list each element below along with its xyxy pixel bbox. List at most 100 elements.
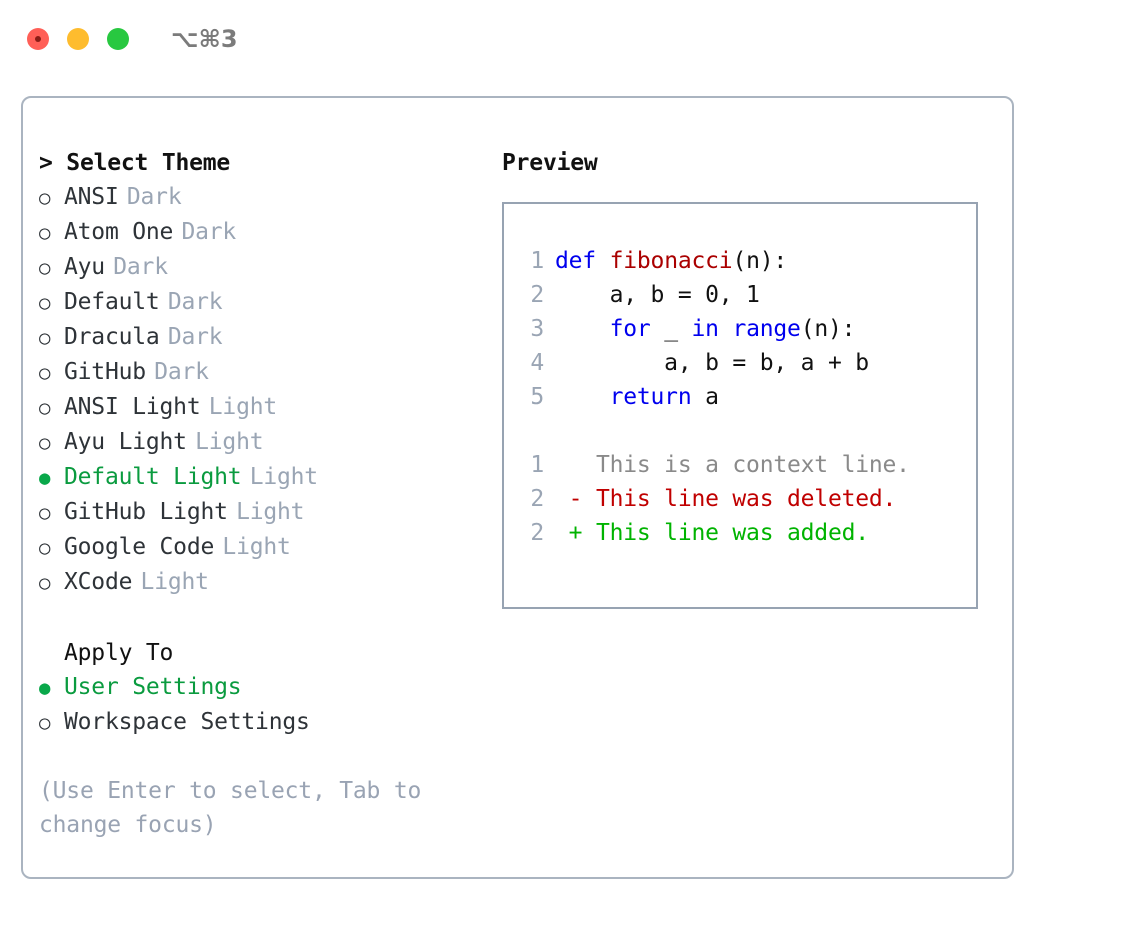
apply-to-option-label: User Settings [64, 674, 242, 700]
apply-to-list[interactable]: ● User Settings ○ Workspace Settings [39, 670, 469, 740]
code-token-plain [555, 316, 610, 342]
theme-option-category: Dark [181, 219, 237, 245]
code-token-plain [719, 316, 733, 342]
close-button[interactable] [27, 28, 49, 50]
diff-line-text: + This line was added. [555, 520, 869, 546]
code-token-plain: a [691, 384, 719, 410]
title-bar: ⌥⌘3 [0, 0, 1140, 78]
theme-option-label: Google Code [64, 534, 215, 560]
apply-to-option-label: Workspace Settings [64, 709, 310, 735]
apply-to-option-workspace-settings[interactable]: ○ Workspace Settings [39, 705, 469, 740]
theme-option-label: Ayu [64, 254, 105, 280]
apply-to-header: Apply To [64, 640, 174, 666]
radio-unselected-icon: ○ [39, 222, 51, 244]
radio-selected-icon: ● [39, 677, 51, 699]
code-line-text: def fibonacci(n): [555, 244, 787, 278]
theme-option-google-code[interactable]: ○ Google Code Light [39, 530, 469, 565]
code-token-kw: def [555, 248, 596, 274]
code-token-kw: return [609, 384, 692, 410]
radio-unselected-icon: ○ [39, 502, 51, 524]
theme-option-category: Dark [126, 184, 182, 210]
theme-option-label: Dracula [64, 324, 160, 350]
line-number: 3 [530, 316, 544, 342]
keyboard-hint-text: (Use Enter to select, Tab to change focu… [39, 778, 422, 838]
code-token-plain: (n): [800, 316, 856, 342]
diff-line-text: - This line was deleted. [555, 486, 897, 512]
code-line-text: a, b = b, a + b [555, 346, 869, 380]
select-theme-header: > Select Theme [39, 150, 231, 176]
code-line-text: for _ in range(n): [555, 312, 856, 346]
apply-to-option-user-settings[interactable]: ● User Settings [39, 670, 469, 705]
theme-option-category: Dark [167, 289, 223, 315]
code-line-text: return a [555, 380, 719, 414]
line-number: 2 [530, 520, 544, 546]
maximize-button[interactable] [107, 28, 129, 50]
theme-option-category: Light [195, 429, 264, 455]
radio-unselected-icon: ○ [39, 187, 51, 209]
theme-option-category: Dark [154, 359, 209, 385]
theme-option-label: Default [64, 289, 160, 315]
theme-option-category: Light [236, 499, 305, 525]
code-line: 3 for _ in range(n): [510, 312, 970, 346]
code-line: 4 a, b = b, a + b [510, 346, 970, 380]
keyboard-shortcut-label: ⌥⌘3 [171, 25, 238, 53]
radio-unselected-icon: ○ [39, 292, 51, 314]
theme-option-label: GitHub Light [64, 499, 228, 525]
radio-unselected-icon: ○ [39, 572, 51, 594]
radio-unselected-icon: ○ [39, 432, 51, 454]
code-token-kw: in [691, 316, 719, 342]
radio-unselected-icon: ○ [39, 257, 51, 279]
line-number: 5 [530, 384, 544, 410]
line-number: 4 [530, 350, 544, 376]
diff-line-text: This is a context line. [555, 452, 910, 478]
diff-sample: 1 This is a context line.2 - This line w… [510, 448, 970, 550]
theme-option-label: ANSI Light [64, 394, 201, 420]
code-token-fn: fibonacci [609, 248, 733, 274]
theme-option-category: Light [140, 569, 209, 595]
theme-option-ayu-light[interactable]: ○ Ayu Light Light [39, 425, 469, 460]
theme-option-atom-one[interactable]: ○ Atom One Dark [39, 215, 469, 250]
theme-option-github-light[interactable]: ○ GitHub Light Light [39, 495, 469, 530]
theme-option-category: Light [249, 464, 318, 490]
theme-option-category: Light [222, 534, 291, 560]
radio-unselected-icon: ○ [39, 712, 51, 734]
diff-line-add: 2 + This line was added. [510, 516, 970, 550]
code-diff-spacer [510, 414, 970, 448]
code-token-plain: a, b = b, a + b [555, 350, 869, 376]
theme-option-label: Default Light [64, 464, 242, 490]
theme-option-category: Dark [167, 324, 223, 350]
traffic-light-group [27, 28, 129, 50]
theme-option-label: Ayu Light [64, 429, 187, 455]
code-token-plain: a, b = 0, 1 [555, 282, 760, 308]
code-token-kw: for [609, 316, 651, 342]
section-spacer [39, 600, 469, 636]
theme-option-default[interactable]: ○ Default Dark [39, 285, 469, 320]
code-line-text: a, b = 0, 1 [555, 278, 760, 312]
preview-title: Preview [502, 150, 598, 176]
code-token-kw: range [732, 316, 801, 342]
theme-option-label: GitHub [64, 359, 146, 385]
theme-option-dracula[interactable]: ○ Dracula Dark [39, 320, 469, 355]
diff-line-ctx: 1 This is a context line. [510, 448, 970, 482]
code-token-plain: _ [650, 316, 692, 342]
code-line: 2 a, b = 0, 1 [510, 278, 970, 312]
diff-line-del: 2 - This line was deleted. [510, 482, 970, 516]
radio-unselected-icon: ○ [39, 537, 51, 559]
theme-option-label: Atom One [64, 219, 174, 245]
code-line: 5 return a [510, 380, 970, 414]
theme-option-github[interactable]: ○ GitHub Dark [39, 355, 469, 390]
radio-unselected-icon: ○ [39, 327, 51, 349]
radio-unselected-icon: ○ [39, 362, 51, 384]
minimize-button[interactable] [67, 28, 89, 50]
line-number: 1 [530, 452, 544, 478]
